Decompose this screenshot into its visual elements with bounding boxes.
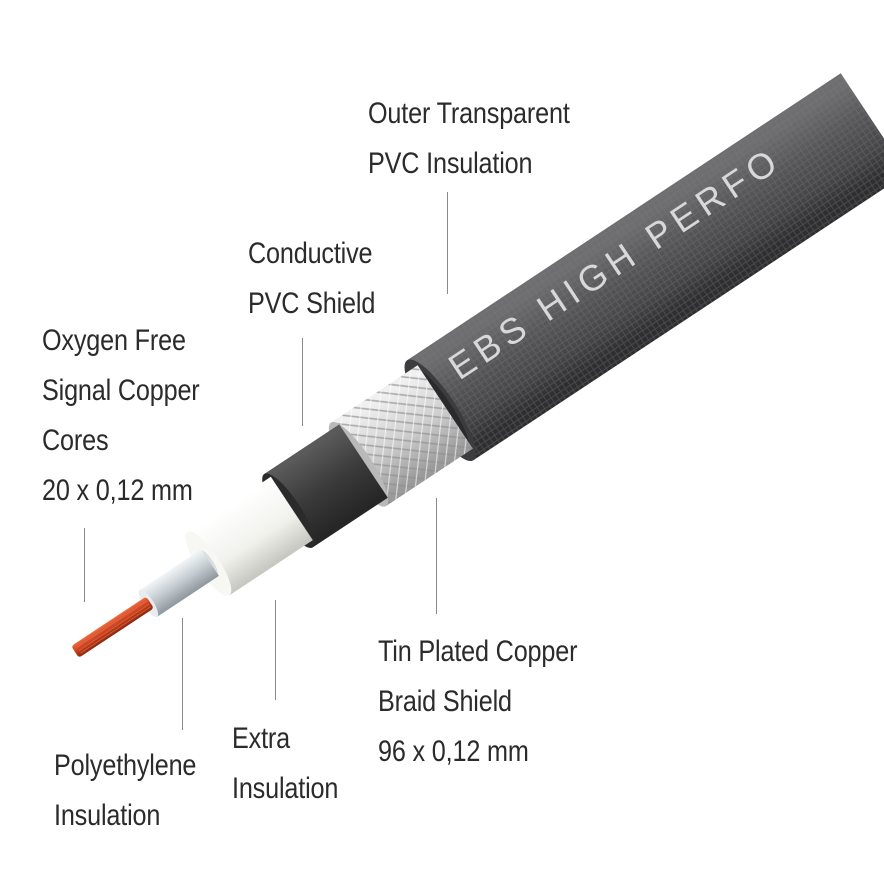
label-line: Extra — [232, 722, 290, 755]
label-line: Polyethylene — [54, 749, 197, 782]
leader-conductive — [302, 338, 303, 426]
label-line: Oxygen Free — [42, 324, 186, 357]
leader-extra — [275, 600, 276, 700]
label-conductive-shield: Conductive PVC Shield — [248, 229, 375, 329]
label-line: 96 x 0,12 mm — [378, 735, 529, 768]
label-line: Braid Shield — [378, 685, 512, 718]
label-outer-insulation: Outer Transparent PVC Insulation — [368, 89, 570, 189]
leader-braid — [436, 498, 437, 614]
label-line: Signal Copper — [42, 374, 200, 407]
copper-cores — [72, 597, 153, 657]
label-line: Insulation — [54, 799, 161, 832]
label-line: PVC Shield — [248, 287, 376, 320]
label-braid-shield: Tin Plated Copper Braid Shield 96 x 0,12… — [378, 627, 577, 777]
label-extra-insulation: Extra Insulation — [232, 714, 338, 814]
label-copper-cores: Oxygen Free Signal Copper Cores 20 x 0,1… — [42, 316, 200, 516]
label-line: Cores — [42, 424, 109, 457]
leader-outer — [447, 192, 448, 294]
label-line: 20 x 0,12 mm — [42, 474, 193, 507]
label-line: PVC Insulation — [368, 147, 533, 180]
leader-oxygen — [84, 528, 85, 602]
label-line: Tin Plated Copper — [378, 635, 578, 668]
label-line: Conductive — [248, 237, 373, 270]
label-line: Insulation — [232, 772, 339, 805]
label-line: Outer Transparent — [368, 97, 570, 130]
leader-polyethylene — [182, 618, 183, 730]
label-polyethylene-insulation: Polyethylene Insulation — [54, 741, 196, 841]
